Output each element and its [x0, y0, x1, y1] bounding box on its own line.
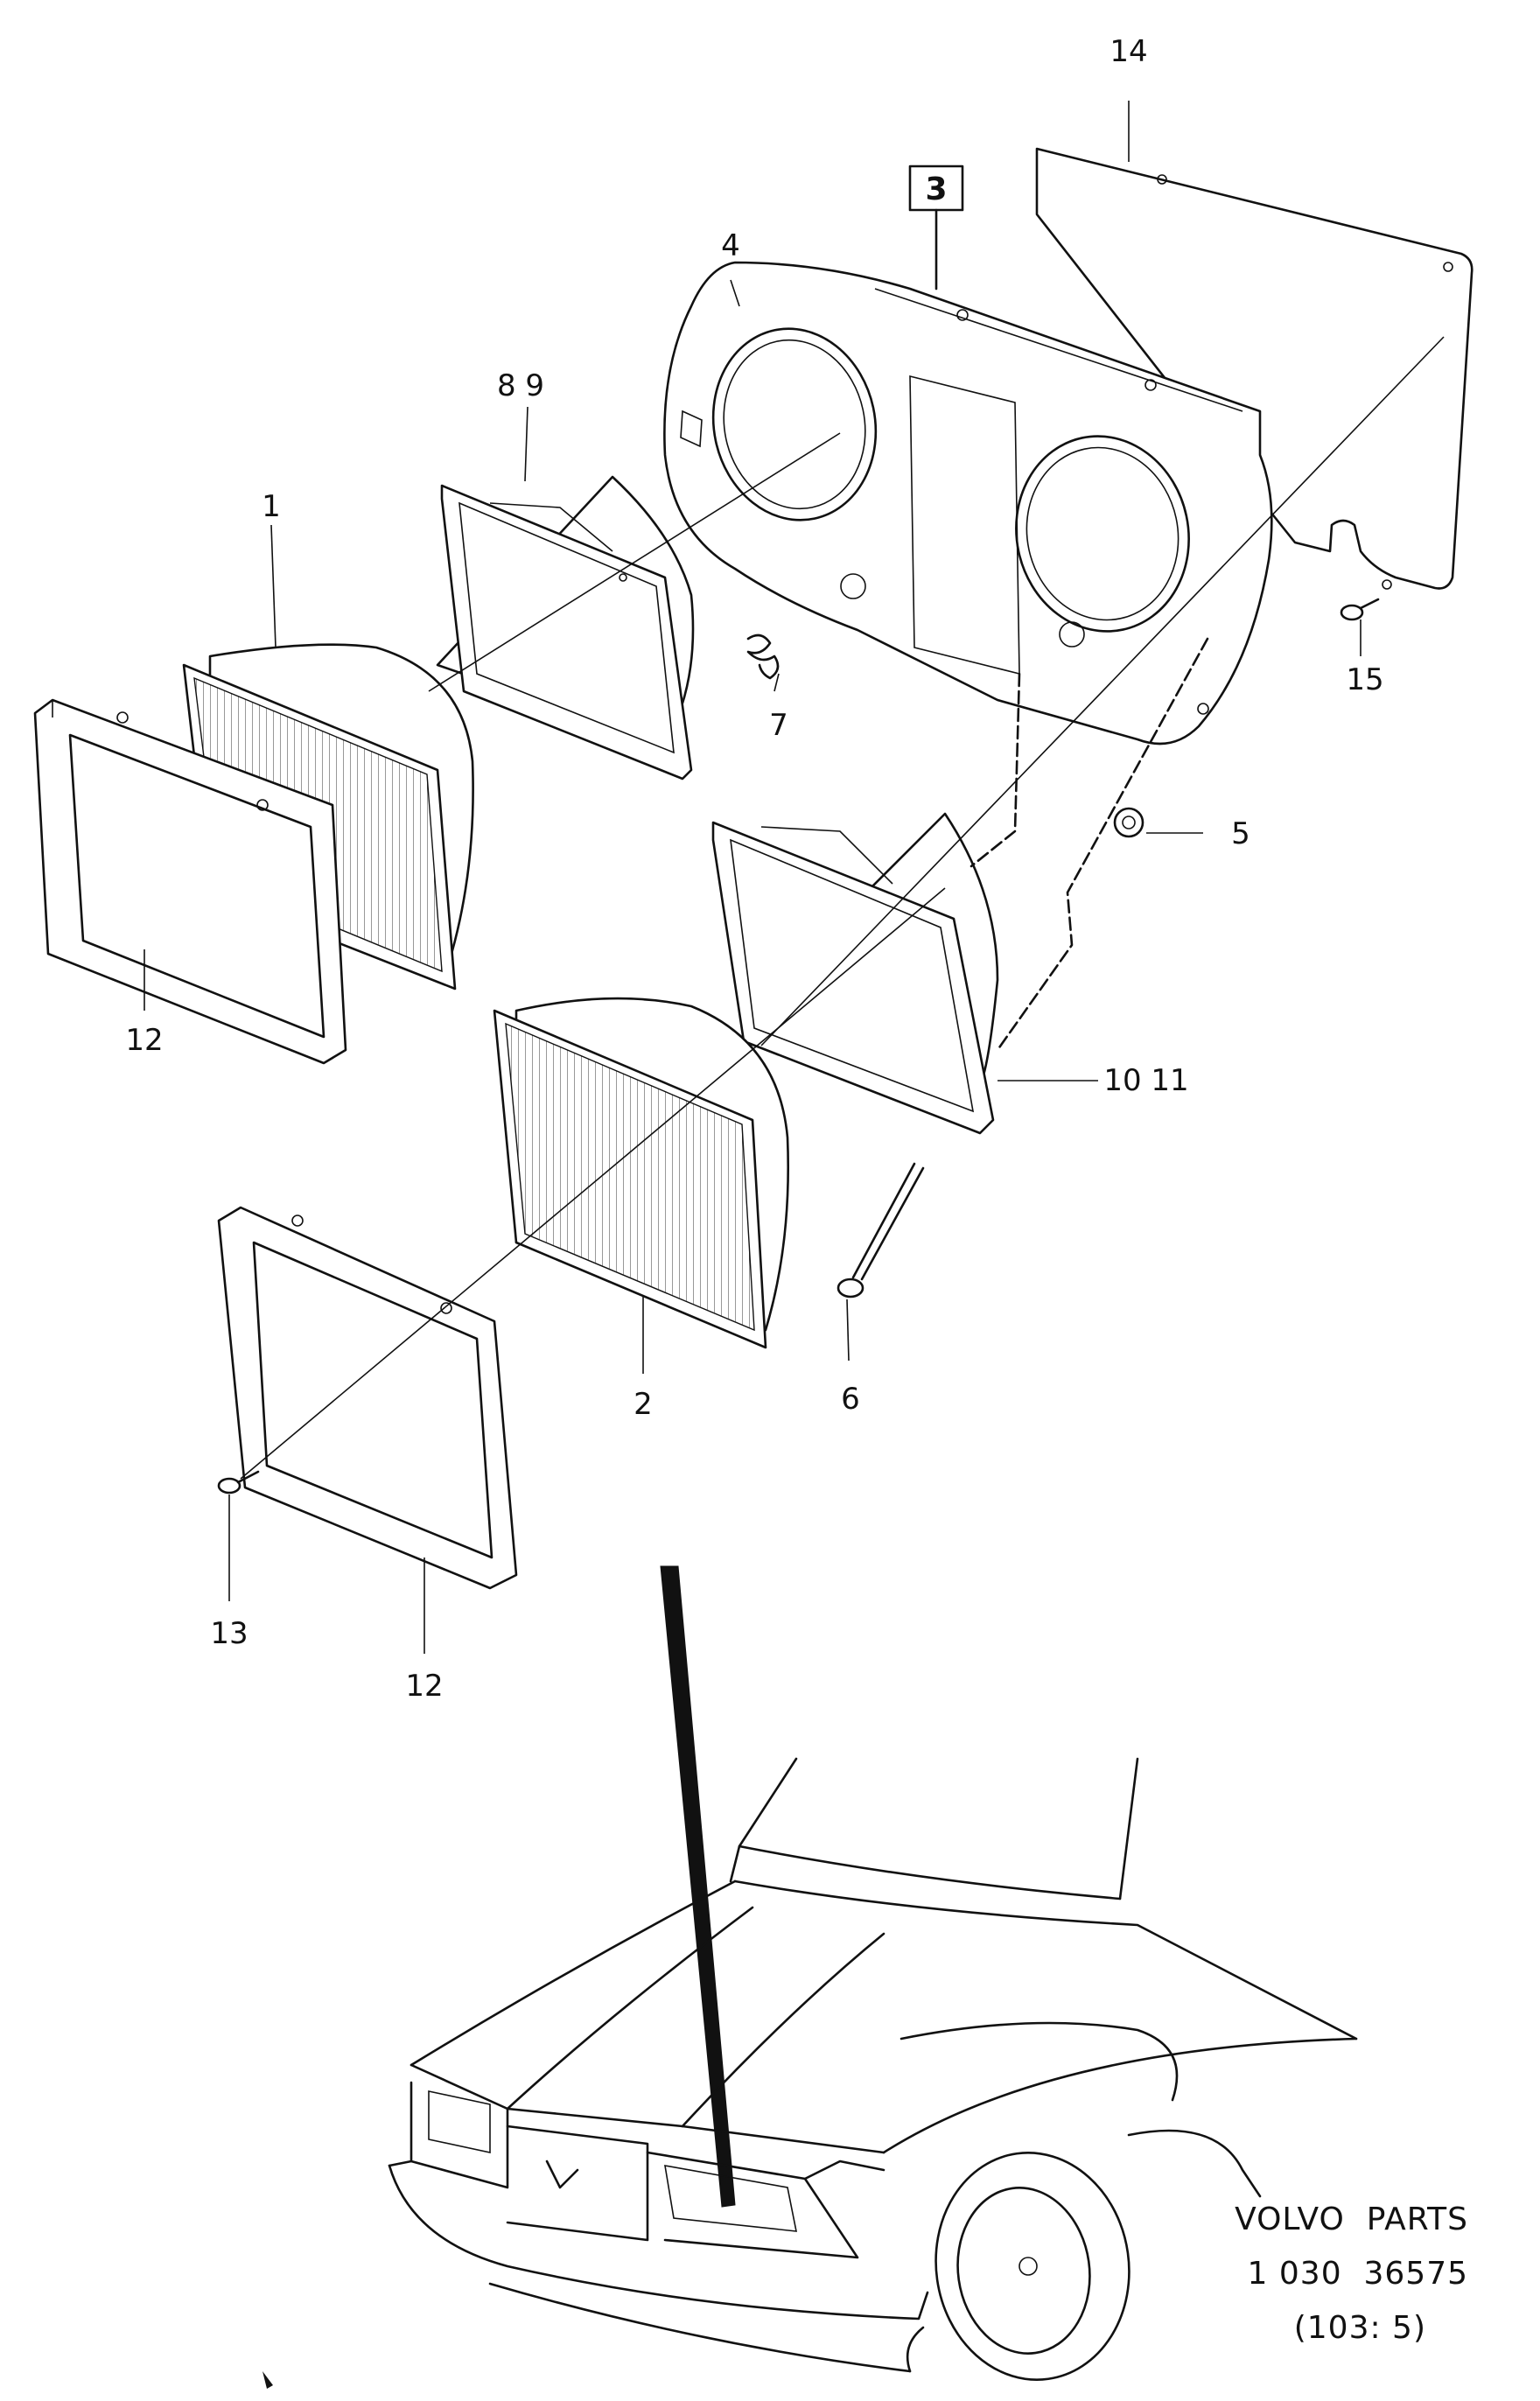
- headlight-frame-10-11: [711, 812, 999, 1135]
- callout-8-9: 8 9: [497, 368, 544, 403]
- callout-12-lower: 12: [405, 1669, 443, 1704]
- callout-6: 6: [841, 1382, 860, 1417]
- adjusting-nut-5: [1113, 807, 1144, 838]
- callout-15: 15: [1346, 662, 1383, 697]
- headlight-frame-8-9: [436, 475, 695, 780]
- mounting-plate-14: [1035, 147, 1474, 590]
- part-number: 1 030 36575: [1248, 2256, 1468, 2292]
- headlight-insert-2: [493, 997, 790, 1349]
- adjusting-spring-7: [746, 634, 780, 680]
- headlight-housing-4: [663, 261, 1273, 746]
- callout-1: 1: [262, 489, 281, 524]
- callout-10-11: 10 11: [1103, 1063, 1188, 1098]
- assembly-axis-lines: [240, 336, 1445, 1480]
- catalog-footer: VOLVO PARTS 1 030 36575 (103: 5): [1235, 2202, 1468, 2346]
- callout-14: 14: [1110, 34, 1147, 69]
- assembly-callout-3: 3: [908, 164, 964, 290]
- callout-leaders: [144, 101, 1362, 1654]
- trim-frame-12-lower: [217, 1206, 518, 1590]
- callout-12-upper: 12: [125, 1023, 163, 1058]
- screw-15: [1340, 598, 1380, 621]
- callout-2: 2: [634, 1387, 653, 1422]
- adjusting-screw-6: [836, 1162, 925, 1298]
- brand-label: VOLVO PARTS: [1235, 2202, 1468, 2237]
- car-front-illustration: [262, 1757, 1358, 2389]
- page-reference: (103: 5): [1294, 2310, 1426, 2346]
- callout-13: 13: [210, 1616, 248, 1651]
- trim-frame-12-upper: [33, 698, 347, 1065]
- callout-3: 3: [925, 172, 947, 207]
- callout-labels: 14 4 8 9 1 7 15 5 10 11 12 2 6 13 12: [125, 34, 1383, 1704]
- callout-7: 7: [769, 708, 788, 743]
- screw-13: [217, 1470, 260, 1494]
- callout-4: 4: [721, 228, 740, 263]
- pointer-strip: [660, 1565, 736, 2208]
- callout-5: 5: [1231, 816, 1250, 851]
